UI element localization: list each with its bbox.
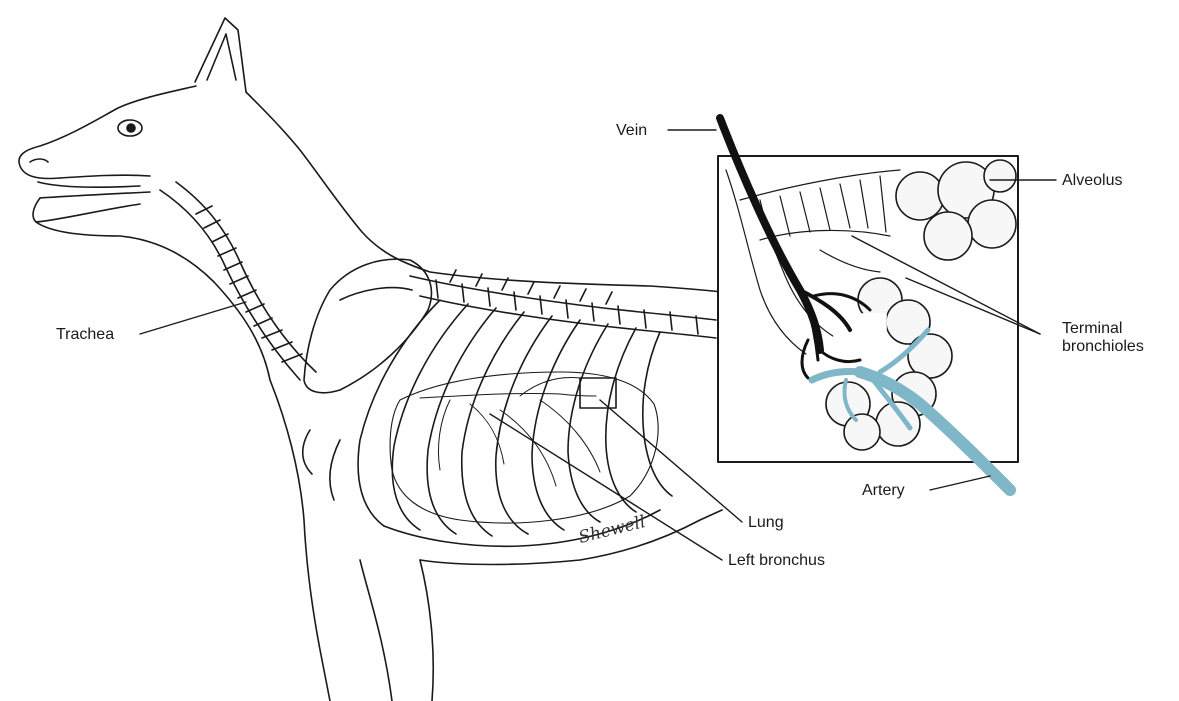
label-left-bronchus: Left bronchus <box>728 552 825 570</box>
label-terminal-line2: bronchioles <box>1062 338 1144 356</box>
label-vein: Vein <box>616 122 647 140</box>
label-trachea: Trachea <box>56 326 114 344</box>
lung <box>390 372 658 523</box>
leader-trachea <box>140 302 246 334</box>
leader-artery <box>930 476 990 490</box>
label-alveolus: Alveolus <box>1062 172 1122 190</box>
ribcage <box>303 300 672 546</box>
scapula <box>304 259 431 393</box>
dog-outline <box>19 18 722 701</box>
left-bronchus <box>420 378 600 486</box>
label-terminal-bronchioles: Terminal bronchioles <box>1062 320 1144 356</box>
label-terminal-line1: Terminal <box>1062 320 1144 338</box>
spine <box>410 270 716 338</box>
label-artery: Artery <box>862 482 905 500</box>
label-lung: Lung <box>748 514 784 532</box>
trachea-tube <box>160 182 316 380</box>
